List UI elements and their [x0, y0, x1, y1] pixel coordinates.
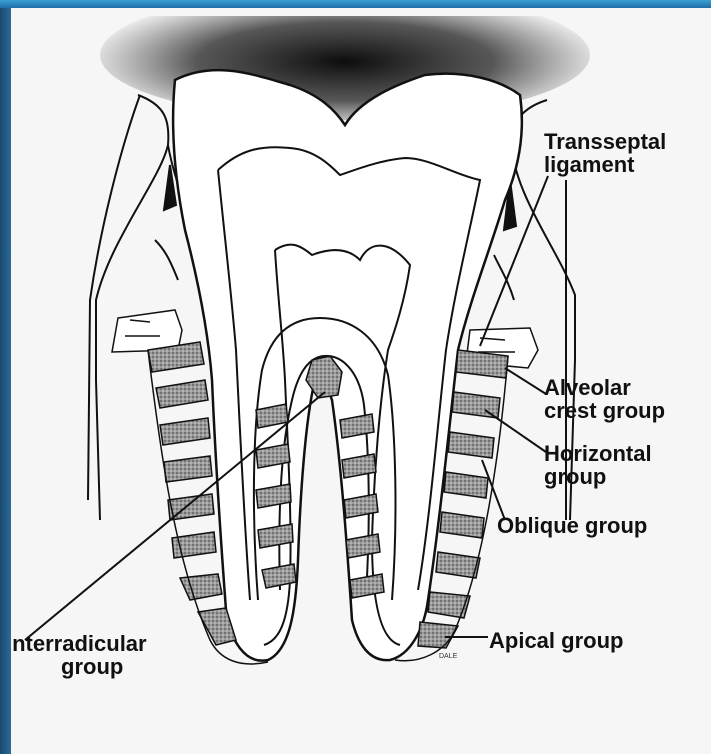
- label-alveolar-1: Alveolar: [544, 376, 631, 399]
- slide-left-border: [0, 8, 11, 754]
- label-transseptal-2: ligament: [544, 153, 634, 176]
- pointer-alveolar: [505, 368, 546, 394]
- slide-top-border: [0, 0, 711, 8]
- label-interradicular-2: group: [61, 655, 123, 678]
- artist-signature: DALE: [439, 653, 457, 660]
- label-alveolar-2: crest group: [544, 399, 665, 422]
- diagram-canvas: Transseptal ligament Alveolar crest grou…: [11, 8, 711, 754]
- label-horizontal-1: Horizontal: [544, 442, 652, 465]
- label-apical: Apical group: [489, 629, 623, 652]
- occlusal-shadow: [11, 8, 711, 120]
- label-oblique: Oblique group: [497, 514, 647, 537]
- pointer-horizontal: [485, 410, 546, 452]
- label-interradicular-1: Interradicular: [11, 632, 147, 655]
- label-horizontal-2: group: [544, 465, 606, 488]
- label-transseptal-1: Transseptal: [544, 130, 666, 153]
